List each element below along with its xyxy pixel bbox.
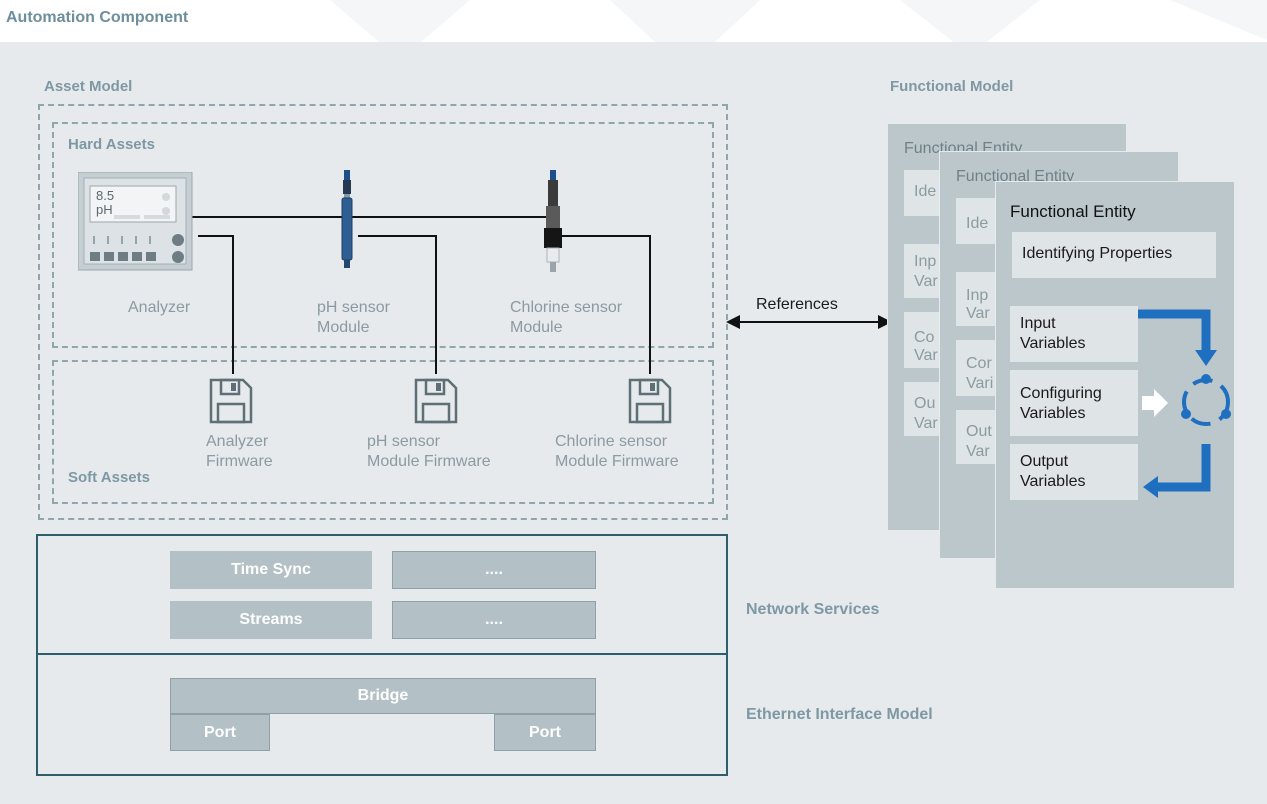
port-block-right: Port — [494, 714, 596, 751]
fragment-text: Var — [914, 347, 938, 364]
asset-model-box — [38, 104, 728, 520]
chlorine-sensor-label: Chlorine sensor — [510, 299, 623, 316]
ph-firmware-label: pH sensor — [367, 433, 440, 450]
fragment-text: Var — [914, 273, 938, 290]
functional-model-label: Functional Model — [890, 78, 1014, 95]
fragment-text: Var — [966, 443, 990, 460]
chlorine-firmware-label: Chlorine sensor — [555, 433, 668, 450]
fragment-text: Ide — [966, 215, 989, 232]
fragment-text: Inp — [914, 253, 937, 270]
fragment-text: Ou — [914, 395, 936, 412]
asset-model-label: Asset Model — [44, 78, 133, 95]
floppy-disk-icon — [209, 378, 253, 424]
fragment-text: Cor — [966, 355, 992, 372]
floppy-disk-icon — [414, 378, 458, 424]
fragment-text: Inp — [966, 287, 989, 304]
service-time-sync: Time Sync — [170, 551, 372, 589]
configuring-variables-block: Configuring Variables — [1010, 370, 1138, 436]
fragment-text: Co — [914, 329, 935, 346]
card-title: Functional Entity — [1010, 202, 1136, 221]
soft-assets-box — [52, 360, 714, 504]
configuring-variables-line2: Variables — [1020, 405, 1086, 422]
fragment-text: Out — [966, 423, 992, 440]
input-variables-line2: Variables — [1020, 335, 1086, 352]
fragment-text: Var — [914, 415, 938, 432]
service-placeholder: .... — [392, 551, 596, 589]
hard-assets-box — [52, 122, 714, 348]
analyzer-label: Analyzer — [128, 299, 191, 316]
analyzer-firmware-label-line2: Firmware — [206, 453, 273, 470]
identifying-properties-block: Identifying Properties — [1012, 232, 1216, 278]
port-block-left: Port — [170, 714, 270, 751]
bridge-block: Bridge — [170, 678, 596, 714]
output-variables-line2: Variables — [1020, 473, 1086, 490]
soft-assets-label: Soft Assets — [68, 469, 150, 486]
identifying-properties-label: Identifying Properties — [1022, 245, 1173, 262]
variable-flow-arrows — [1138, 309, 1231, 498]
chlorine-firmware-label-line2: Module Firmware — [555, 453, 679, 470]
chlorine-sensor-icon — [544, 170, 562, 272]
analyzer-device-icon — [78, 172, 193, 271]
fragment-text: Ide — [914, 183, 937, 200]
cycle-arrows-icon — [1181, 374, 1231, 426]
output-variables-block: Output Variables — [1010, 444, 1138, 500]
input-variables-block: Input Variables — [1010, 306, 1138, 362]
network-stack-box — [36, 534, 728, 776]
input-variables-line1: Input — [1020, 315, 1056, 332]
hard-assets-label: Hard Assets — [68, 136, 155, 153]
ph-sensor-label-line2: Module — [317, 319, 370, 336]
fragment-text: Var — [966, 305, 990, 322]
ph-sensor-icon — [341, 170, 353, 268]
ph-firmware-label-line2: Module Firmware — [367, 453, 491, 470]
card-title: Functional Entity — [956, 168, 1075, 185]
network-services-label: Network Services — [746, 601, 880, 618]
analyzer-display-value: 8.5 — [96, 188, 115, 203]
analyzer-firmware-label: Analyzer — [206, 433, 269, 450]
fragment-text: Vari — [966, 375, 994, 392]
output-variables-line1: Output — [1020, 453, 1069, 470]
chlorine-sensor-label-line2: Module — [510, 319, 563, 336]
references-label: References — [756, 296, 838, 313]
service-streams: Streams — [170, 601, 372, 639]
functional-entity-card-front: Functional Entity Identifying Properties… — [996, 182, 1234, 588]
ph-sensor-label: pH sensor — [317, 299, 390, 316]
network-divider — [37, 653, 727, 655]
floppy-disk-icon — [628, 378, 672, 424]
analyzer-display-unit: pH — [96, 202, 113, 217]
page-title: Automation Component — [6, 9, 189, 26]
service-placeholder: .... — [392, 601, 596, 639]
configuring-variables-line1: Configuring — [1020, 385, 1102, 402]
ethernet-interface-label: Ethernet Interface Model — [746, 706, 933, 723]
double-arrow-icon — [726, 315, 892, 329]
